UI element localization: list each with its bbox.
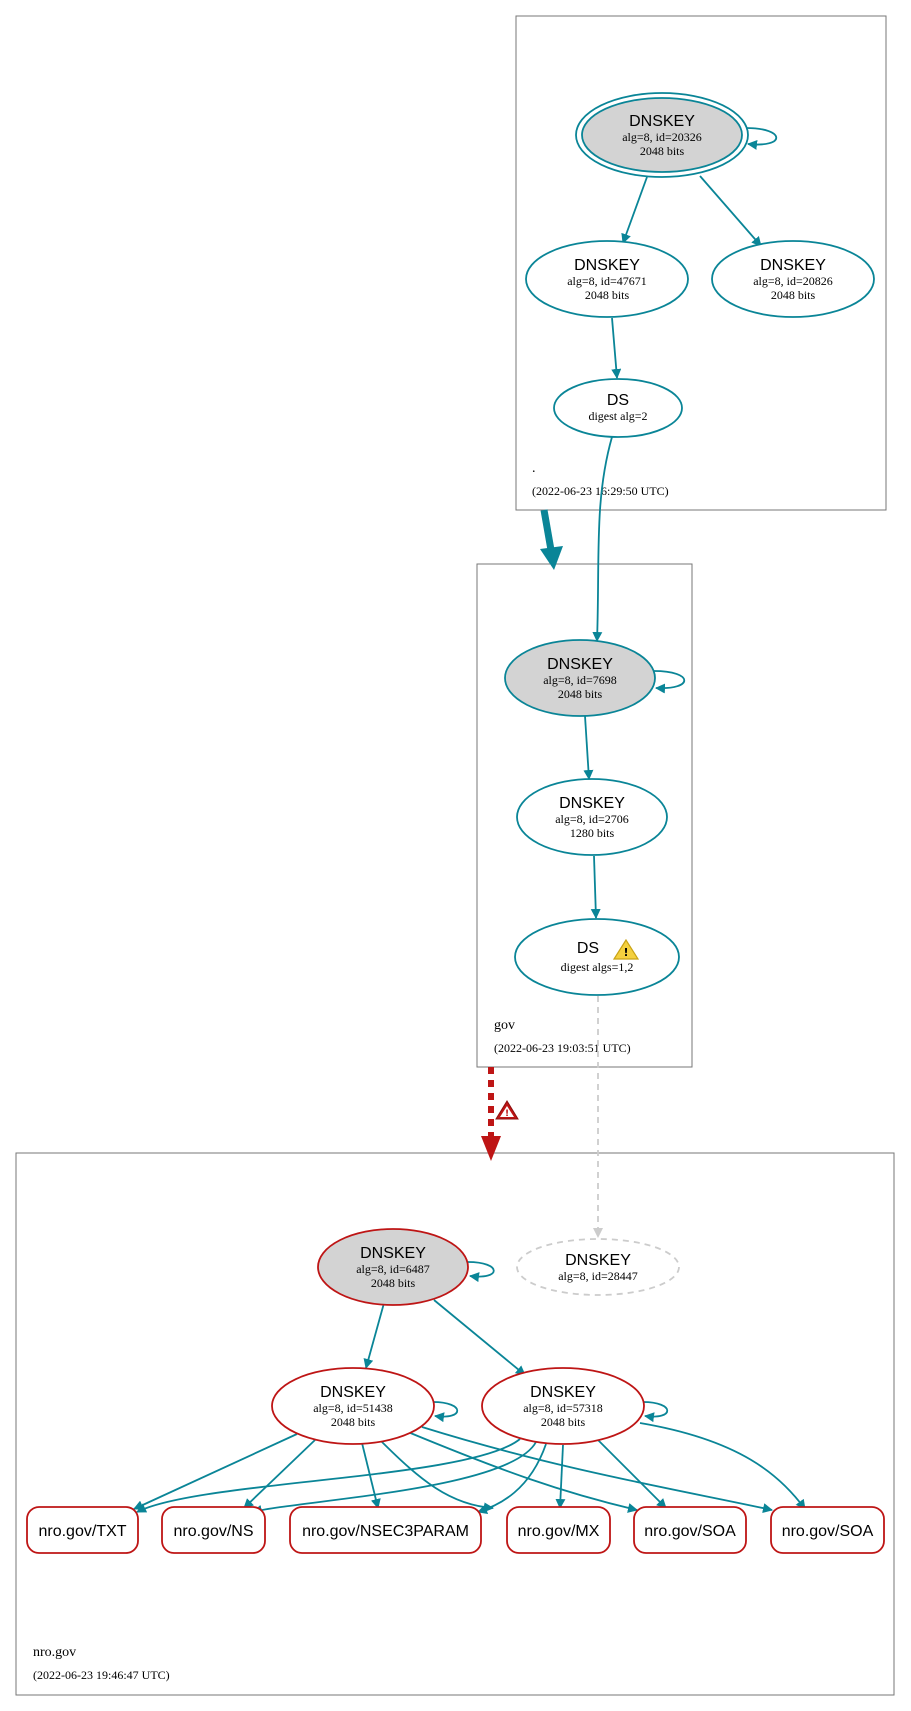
edge-zsk1-to-txt: [133, 1433, 298, 1510]
ds-root-gov: DS digest alg=2: [553, 378, 683, 438]
edge-zsk2-to-txt: [136, 1438, 521, 1513]
rrset-mx-label: nro.gov/MX: [518, 1523, 600, 1540]
zone-nro-gov-name: nro.gov: [33, 1645, 76, 1660]
zone-nro-gov: nro.gov (2022-06-23 19:46:47 UTC): [15, 1152, 895, 1696]
ds-root-info: digest alg=2: [588, 409, 647, 423]
edge-zsk1-to-soa2: [421, 1426, 773, 1513]
dnskey-nro-zsk1-type: DNSKEY: [320, 1384, 386, 1401]
zone-gov: gov (2022-06-23 19:03:51 UTC): [476, 563, 693, 1068]
rrset-txt: nro.gov/TXT: [26, 1506, 139, 1554]
rrset-ns-label: nro.gov/NS: [173, 1523, 253, 1540]
dnskey-root-zsk1-type: DNSKEY: [574, 257, 640, 274]
ds-root-type: DS: [607, 392, 629, 409]
dnskey-nro-zsk2-info: alg=8, id=57318: [523, 1401, 603, 1415]
edge-root-ksk-to-zsk1: [621, 176, 648, 244]
dnskey-root-ksk-type: DNSKEY: [629, 113, 695, 130]
dnskey-gov-zsk-info: alg=8, id=2706: [555, 812, 629, 826]
svg-text:!: !: [623, 946, 628, 959]
edge-root-zsk1-to-ds: [611, 317, 622, 379]
rrset-soa-1-label: nro.gov/SOA: [644, 1523, 736, 1540]
dnskey-gov-zsk-type: DNSKEY: [559, 795, 625, 812]
ds-gov-type: DS: [577, 940, 599, 957]
delegation-root-gov-head: [540, 546, 563, 570]
dnskey-gov-ksk: DNSKEY alg=8, id=7698 2048 bits: [504, 639, 656, 717]
dnskey-nro-zsk1-size: 2048 bits: [331, 1415, 376, 1429]
dnskey-root-zsk2-info: alg=8, id=20826: [753, 274, 833, 288]
dnskey-nro-ksk: DNSKEY alg=8, id=6487 2048 bits: [317, 1228, 469, 1306]
dnskey-gov-ksk-size: 2048 bits: [558, 687, 603, 701]
dnskey-nro-zsk2-size: 2048 bits: [541, 1415, 586, 1429]
dnskey-root-zsk1-info: alg=8, id=47671: [567, 274, 647, 288]
dnskey-root-zsk2-size: 2048 bits: [771, 288, 816, 302]
rrset-txt-label: nro.gov/TXT: [38, 1523, 126, 1540]
edge-zsk1-to-mx: [379, 1439, 494, 1513]
ds-gov-info: digest algs=1,2: [561, 960, 634, 974]
dnskey-nro-zsk-57318: DNSKEY alg=8, id=57318 2048 bits: [481, 1367, 645, 1445]
dnskey-root-zsk1-size: 2048 bits: [585, 288, 630, 302]
rrset-soa-2: nro.gov/SOA: [770, 1506, 885, 1554]
dnskey-root-zsk-20826: DNSKEY alg=8, id=20826 2048 bits: [711, 240, 875, 318]
dnskey-gov-ksk-info: alg=8, id=7698: [543, 673, 617, 687]
edge-gov-ksk-self: [653, 670, 686, 694]
dnskey-gov-zsk-size: 1280 bits: [570, 826, 615, 840]
rrset-soa-1: nro.gov/SOA: [633, 1506, 747, 1554]
dnskey-nro-zsk1-info: alg=8, id=51438: [313, 1401, 393, 1415]
edge-zsk2-to-mx: [555, 1444, 566, 1509]
warning-icon: !: [612, 938, 640, 960]
edge-nro-ksk-to-zsk1: [363, 1302, 385, 1369]
zone-gov-timestamp: (2022-06-23 19:03:51 UTC): [494, 1041, 631, 1055]
edge-root-ds-to-gov-ksk: [592, 436, 613, 642]
edge-zsk2-to-soa1: [597, 1439, 667, 1509]
dnskey-root-ksk-size: 2048 bits: [640, 144, 685, 158]
dnskey-nro-missing-type: DNSKEY: [565, 1252, 631, 1269]
edge-zsk1-to-ns: [243, 1439, 316, 1509]
svg-text:!: !: [505, 1109, 509, 1119]
edge-zsk2-to-soa2: [639, 1422, 806, 1510]
rrset-nsec3param-label: nro.gov/NSEC3PARAM: [302, 1523, 469, 1540]
dnskey-gov-zsk: DNSKEY alg=8, id=2706 1280 bits: [516, 778, 668, 856]
dnskey-root-ksk-info: alg=8, id=20326: [622, 130, 702, 144]
dnskey-nro-missing-info: alg=8, id=28447: [558, 1269, 638, 1283]
zone-nro-gov-timestamp: (2022-06-23 19:46:47 UTC): [33, 1668, 170, 1682]
rrset-nsec3param: nro.gov/NSEC3PARAM: [289, 1506, 482, 1554]
dnskey-root-zsk2-type: DNSKEY: [760, 257, 826, 274]
edge-zsk2-to-nsec3param: [477, 1443, 547, 1515]
rrset-soa-2-label: nro.gov/SOA: [782, 1523, 874, 1540]
dnskey-nro-ksk-type: DNSKEY: [360, 1245, 426, 1262]
zone-root-name: .: [532, 461, 536, 476]
dnskey-nro-ksk-size: 2048 bits: [371, 1276, 416, 1290]
edge-zsk1-to-nsec3param: [361, 1442, 381, 1509]
delegation-root-gov: [540, 509, 555, 551]
dnskey-root-ksk: DNSKEY alg=8, id=20326 2048 bits: [575, 92, 749, 178]
rrset-mx: nro.gov/MX: [506, 1506, 611, 1554]
edge-zsk2-to-ns: [252, 1441, 537, 1515]
edge-root-ksk-to-zsk2: [699, 175, 762, 247]
zone-gov-name: gov: [494, 1018, 515, 1033]
error-icon: !: [495, 1100, 519, 1120]
ds-gov-nro: DS ! digest algs=1,2: [514, 918, 680, 996]
zone-root-timestamp: (2022-06-23 16:29:50 UTC): [532, 484, 669, 498]
dnskey-nro-missing: DNSKEY alg=8, id=28447: [516, 1238, 680, 1296]
edge-gov-ksk-to-zsk: [583, 715, 594, 780]
edge-gov-zsk-to-ds: [590, 855, 601, 919]
edge-nro-ksk-to-zsk2: [433, 1299, 526, 1376]
edge-nro-ksk-self: [467, 1261, 495, 1283]
zone-root: . (2022-06-23 16:29:50 UTC): [515, 15, 887, 511]
edge-root-ksk-self: [745, 127, 778, 150]
dnskey-root-zsk-47671: DNSKEY alg=8, id=47671 2048 bits: [525, 240, 689, 318]
edges: [133, 127, 806, 1515]
dnskey-nro-zsk2-type: DNSKEY: [530, 1384, 596, 1401]
rrset-ns: nro.gov/NS: [161, 1506, 266, 1554]
dnskey-nro-zsk-51438: DNSKEY alg=8, id=51438 2048 bits: [271, 1367, 435, 1445]
edge-nro-zsk2-self: [642, 1401, 668, 1423]
edge-nro-zsk1-self: [432, 1401, 458, 1423]
dnskey-nro-ksk-info: alg=8, id=6487: [356, 1262, 430, 1276]
delegation-gov-nro-head: [481, 1136, 501, 1161]
dnskey-gov-ksk-type: DNSKEY: [547, 656, 613, 673]
